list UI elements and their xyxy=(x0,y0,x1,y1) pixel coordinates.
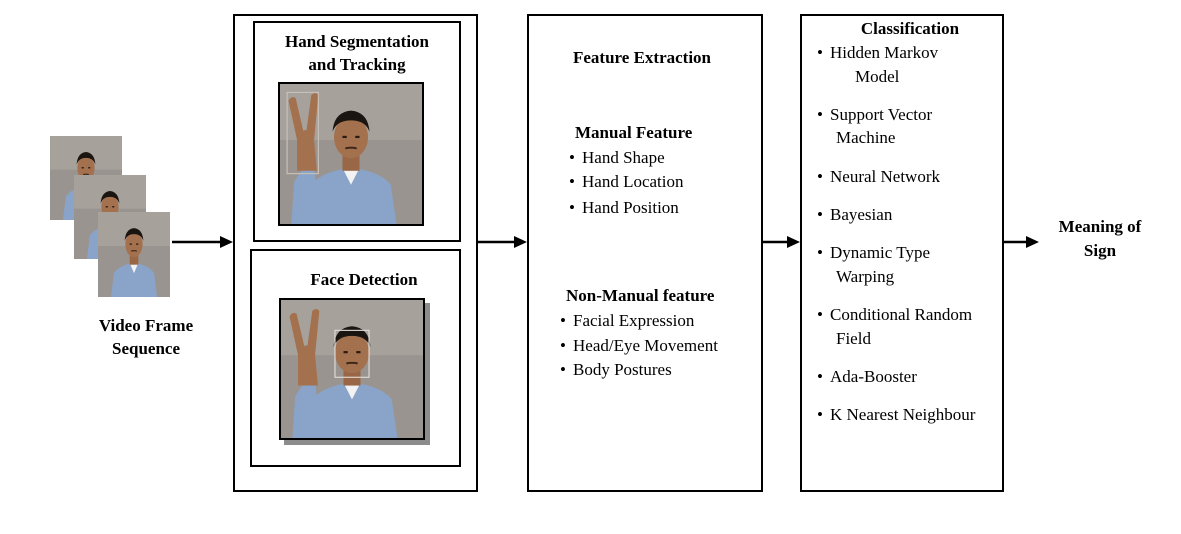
classifier-bullet: • xyxy=(817,405,823,424)
classifier-item-line1: Hidden Markov xyxy=(830,43,939,62)
arrow-stage3-to-output xyxy=(1004,236,1039,248)
hand-segmentation-image xyxy=(278,82,424,226)
arrow-stage2-to-stage3 xyxy=(763,236,800,248)
non-manual-feature-item: Head/Eye Movement xyxy=(573,336,718,355)
classifier-item-line1: K Nearest Neighbour xyxy=(830,405,976,424)
classifier-bullet: • xyxy=(817,43,823,62)
classifier-item-line2: Warping xyxy=(836,267,895,286)
classification-title: Classification xyxy=(860,19,960,38)
manual-feature-item: Hand Location xyxy=(582,172,684,191)
classifier-item-line1: Dynamic Type xyxy=(830,243,930,262)
classifier-item-line2: Model xyxy=(855,67,900,86)
classifier-bullet: • xyxy=(817,243,823,262)
classifier-bullet: • xyxy=(817,167,823,186)
classifier-item-line2: Machine xyxy=(836,128,896,147)
manual-feature-bullet: • xyxy=(569,148,575,167)
hand-segmentation-title-line2: and Tracking xyxy=(308,55,406,74)
feature-extraction-box xyxy=(527,14,763,492)
output-label-line2: Sign xyxy=(1083,241,1117,260)
classifier-item-line1: Support Vector xyxy=(830,105,933,124)
arrow-stage1-to-stage2 xyxy=(478,236,527,248)
manual-feature-item: Hand Shape xyxy=(582,148,665,167)
non-manual-feature-heading: Non-Manual feature xyxy=(566,286,715,305)
classifier-item-line1: Neural Network xyxy=(830,167,940,186)
input-label-line2: Sequence xyxy=(112,339,180,358)
non-manual-feature-bullet: • xyxy=(560,336,566,355)
classifier-item-line1: Ada-Booster xyxy=(830,367,917,386)
manual-feature-item: Hand Position xyxy=(582,198,679,217)
output-label-line1: Meaning of xyxy=(1058,217,1142,236)
classifier-bullet: • xyxy=(817,105,823,124)
feature-extraction-title: Feature Extraction xyxy=(572,48,711,67)
face-detection-image xyxy=(279,298,425,440)
classifier-item-line1: Conditional Random xyxy=(830,305,973,324)
manual-feature-bullet: • xyxy=(569,172,575,191)
non-manual-feature-bullet: • xyxy=(560,360,566,379)
classifier-bullet: • xyxy=(817,367,823,386)
non-manual-feature-item: Facial Expression xyxy=(573,311,695,330)
classifier-item-line2: Field xyxy=(836,329,871,348)
non-manual-feature-bullet: • xyxy=(560,311,566,330)
face-detection-title: Face Detection xyxy=(310,270,418,289)
classifier-bullet: • xyxy=(817,205,823,224)
classification-box xyxy=(800,14,1004,492)
arrow-input-to-stage1 xyxy=(172,236,233,248)
classifier-item-line1: Bayesian xyxy=(830,205,893,224)
non-manual-feature-item: Body Postures xyxy=(573,360,672,379)
input-label-line1: Video Frame xyxy=(98,316,194,335)
manual-feature-bullet: • xyxy=(569,198,575,217)
manual-feature-heading: Manual Feature xyxy=(575,123,693,142)
classifier-bullet: • xyxy=(817,305,823,324)
hand-segmentation-title-line1: Hand Segmentation xyxy=(284,32,430,51)
video-frame-3 xyxy=(98,212,170,297)
